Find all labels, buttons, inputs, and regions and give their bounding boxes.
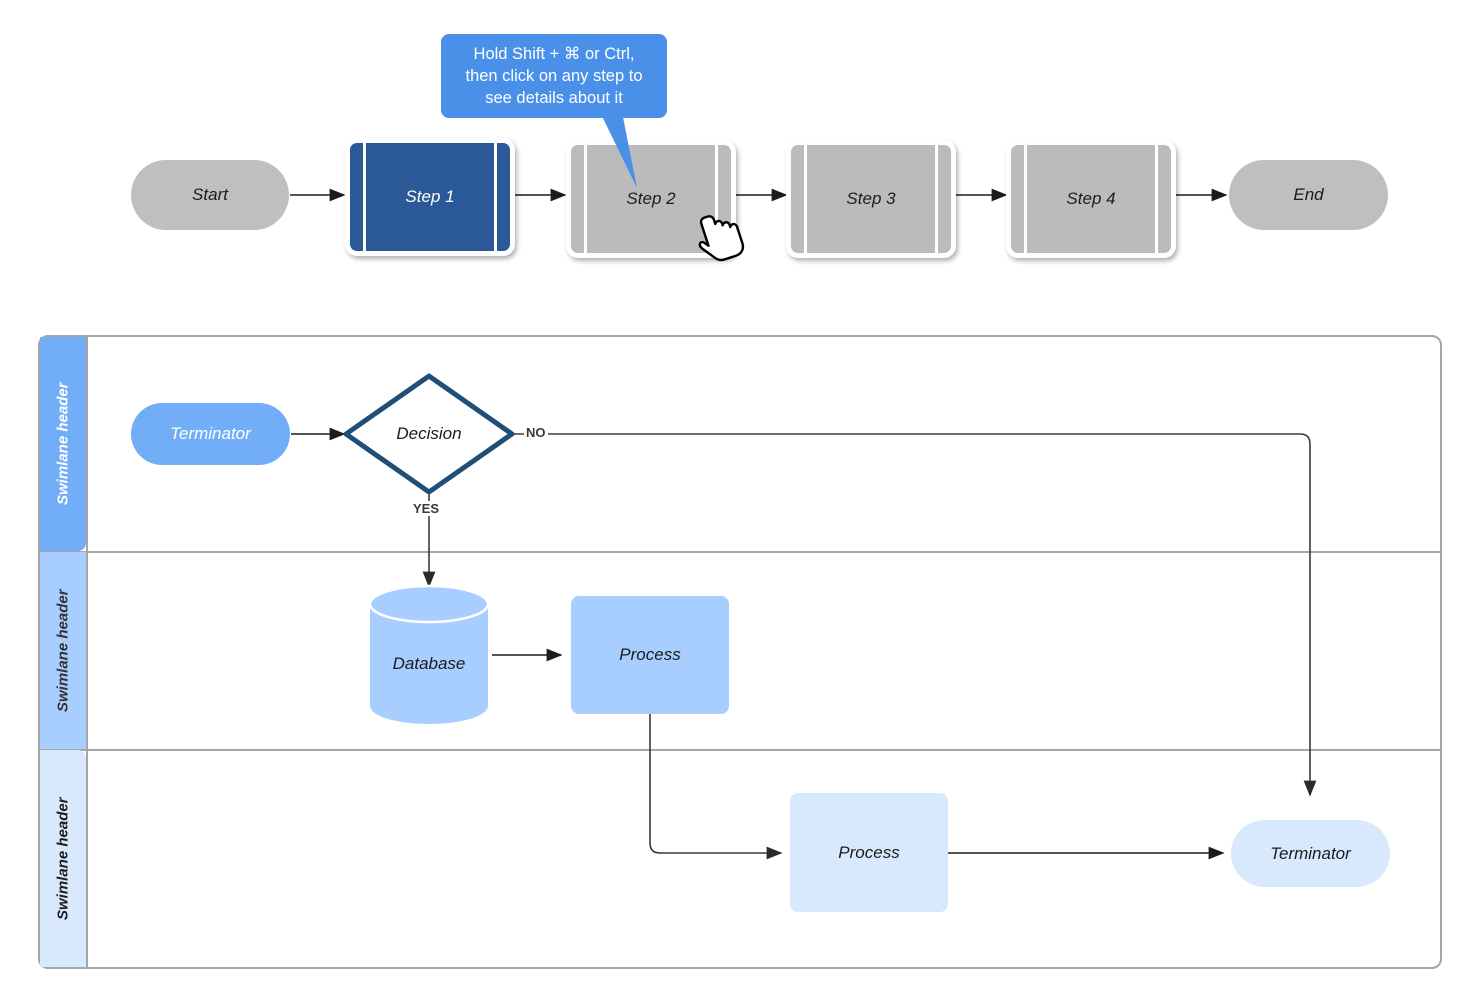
swimlane-header-1[interactable]: Swimlane header [40,337,86,551]
node-label: Step 4 [1066,189,1116,208]
node-label: Process [619,645,681,664]
swimlane-header-2[interactable]: Swimlane header [40,552,86,749]
edge-label-no: NO [524,425,548,440]
node-terminator-bottom[interactable]: Terminator [1231,820,1390,887]
node-label: Terminator [1270,843,1351,863]
node-step-4[interactable]: Step 4 [1006,140,1176,258]
predefined-rule-right [715,145,718,253]
node-label: Process [838,842,900,862]
node-process-bottom[interactable]: Process [790,793,948,912]
node-end[interactable]: End [1229,160,1388,230]
tooltip-line-1: Hold Shift + ⌘ or Ctrl, [473,45,635,63]
node-process-mid[interactable]: Process [571,596,729,714]
decision-label: Decision [396,424,462,443]
edge-label-no-text: NO [526,425,546,440]
edge-label-yes-text: YES [413,501,440,516]
database-label: Database [392,654,466,673]
predefined-rule-right [1155,145,1158,253]
node-label: Step 3 [846,189,896,208]
top-flow-connectors [290,188,1228,202]
predefined-rule-left [804,145,807,253]
predefined-rule-left [363,143,366,251]
node-start[interactable]: Start [131,160,289,230]
edge-label-yes: YES [411,501,442,516]
node-label: Step 2 [626,189,676,208]
node-step-3[interactable]: Step 3 [786,140,956,258]
lane-header-sep-2 [40,749,86,751]
node-step-1[interactable]: Step 1 [345,138,515,256]
decision-label-wrap[interactable]: Decision [369,418,489,450]
node-label: Step 1 [405,187,455,206]
node-step-2[interactable]: Step 2 [566,140,736,258]
lane-divider-1 [40,551,1440,553]
node-label: End [1293,185,1324,204]
tooltip-line-2: then click on any step to [465,67,643,85]
database-label-wrap[interactable]: Database [369,650,489,678]
predefined-rule-left [1024,145,1027,253]
predefined-rule-right [494,143,497,251]
lane-divider-2 [40,749,1440,751]
tooltip-tail [600,112,637,188]
swimlane-header-label: Swimlane header [54,797,72,920]
lane-header-column-divider [86,337,88,967]
node-label: Terminator [170,424,251,443]
tooltip-line-3: see details about it [485,89,623,107]
swimlane-header-label: Swimlane header [54,382,72,506]
node-terminator-top[interactable]: Terminator [131,403,290,465]
lane-header-sep-1 [40,551,86,553]
tooltip-hint: Hold Shift + ⌘ or Ctrl, then click on an… [441,34,667,118]
predefined-rule-left [584,145,587,253]
predefined-rule-right [935,145,938,253]
node-label: Start [192,185,228,204]
swimlane-header-3[interactable]: Swimlane header [40,750,86,967]
swimlane-header-label: Swimlane header [54,589,72,712]
